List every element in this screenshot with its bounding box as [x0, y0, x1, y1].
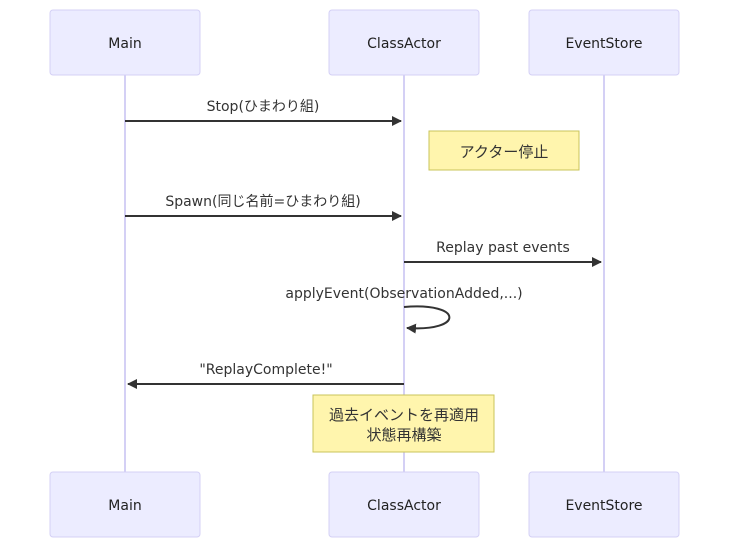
actor-main-top[interactable]: Main: [49, 9, 201, 76]
actor-label: EventStore: [565, 36, 642, 52]
message-replay-complete: "ReplayComplete!": [127, 362, 404, 389]
actor-label: Main: [108, 36, 141, 52]
actor-eventstore-top[interactable]: EventStore: [528, 9, 680, 76]
actor-box: [49, 471, 201, 538]
actor-label: ClassActor: [367, 498, 441, 514]
note-text-line-1: 過去イベントを再適用: [329, 406, 479, 424]
note-box: [428, 130, 580, 171]
self-loop-arrow: [403, 305, 451, 334]
actor-box: [328, 9, 480, 76]
message-label: "ReplayComplete!": [199, 362, 332, 378]
actor-main-bottom[interactable]: Main: [49, 471, 201, 538]
actor-classactor-top[interactable]: ClassActor: [328, 9, 480, 76]
message-label: Spawn(同じ名前=ひまわり組): [165, 193, 360, 210]
message-apply-event: applyEvent(ObservationAdded,...): [285, 286, 523, 334]
actor-box: [328, 471, 480, 538]
message-spawn: Spawn(同じ名前=ひまわり組): [125, 193, 402, 221]
message-stop: Stop(ひまわり組): [125, 99, 402, 126]
actor-box: [49, 9, 201, 76]
actor-label: Main: [108, 498, 141, 514]
actor-label: ClassActor: [367, 36, 441, 52]
note-replay-events: 過去イベントを再適用 状態再構築: [312, 394, 495, 453]
actor-eventstore-bottom[interactable]: EventStore: [528, 471, 680, 538]
message-label: Replay past events: [436, 240, 570, 256]
note-text: アクター停止: [460, 143, 549, 161]
message-replay-past-events: Replay past events: [404, 240, 602, 267]
actor-classactor-bottom[interactable]: ClassActor: [328, 471, 480, 538]
note-actor-stopped: アクター停止: [428, 130, 580, 171]
message-label: Stop(ひまわり組): [207, 99, 320, 115]
actor-box: [528, 9, 680, 76]
note-box: [312, 394, 495, 453]
note-text-line-2: 状態再構築: [366, 426, 441, 444]
message-label: applyEvent(ObservationAdded,...): [285, 286, 522, 302]
actor-box: [528, 471, 680, 538]
actor-label: EventStore: [565, 498, 642, 514]
